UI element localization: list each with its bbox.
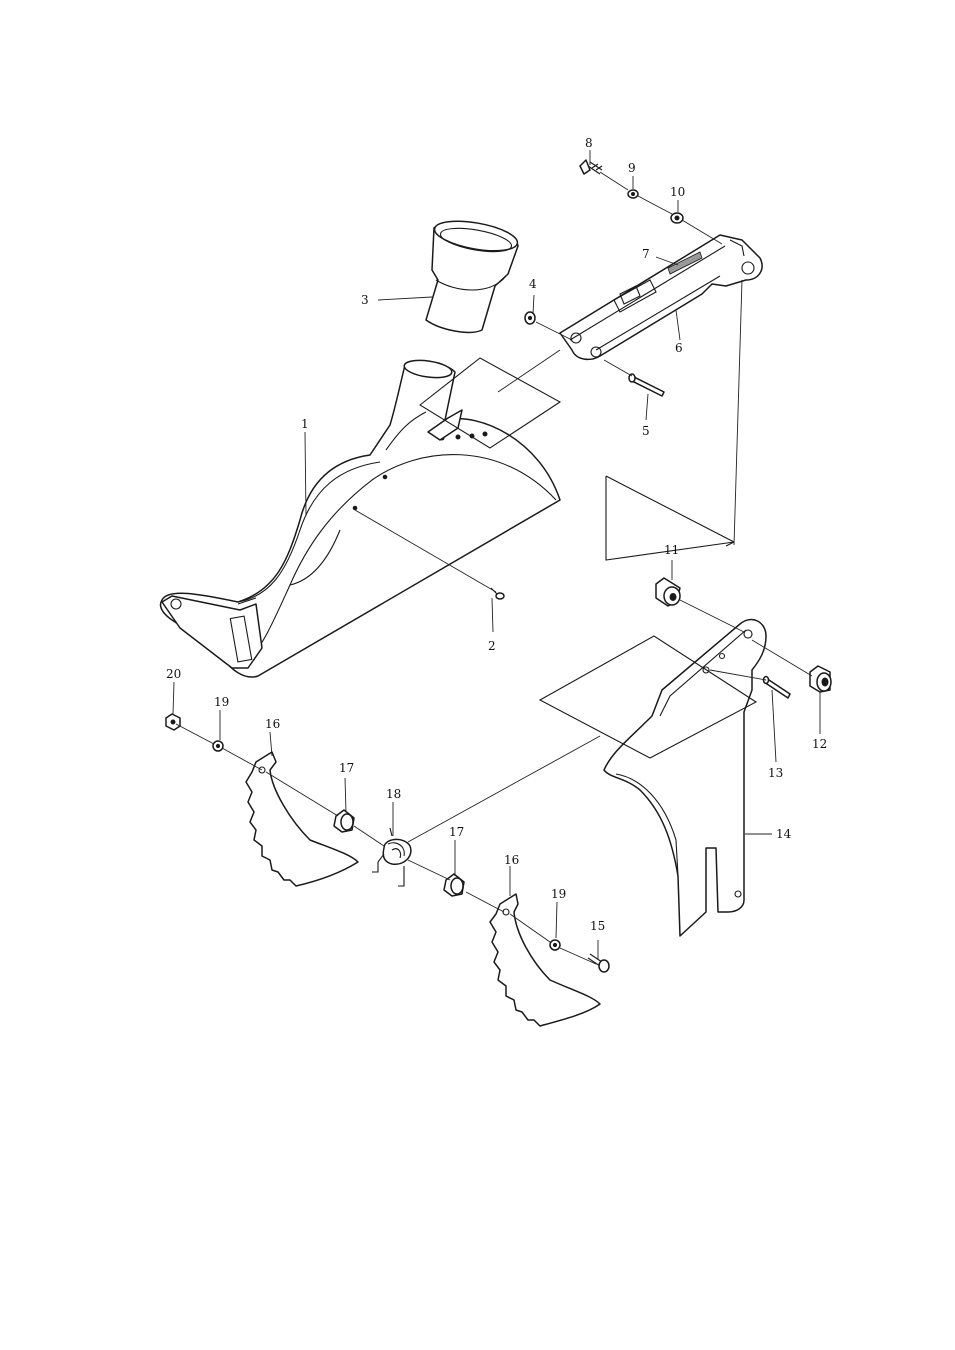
part-label-8: 8 xyxy=(585,136,593,150)
washer-part-9 xyxy=(628,190,638,198)
part-label-20: 20 xyxy=(166,667,181,681)
screw-part-8 xyxy=(580,160,602,174)
washer-part-19-right xyxy=(550,940,560,950)
dust-port-part xyxy=(426,216,520,332)
part-label-1: 1 xyxy=(301,417,309,431)
part-label-17-left: 17 xyxy=(339,761,354,775)
part-label-3: 3 xyxy=(361,293,369,307)
part-label-4: 4 xyxy=(529,277,537,291)
part-label-16-left: 16 xyxy=(265,717,280,731)
pin-part-13 xyxy=(764,677,791,699)
nut-part-20 xyxy=(166,714,180,730)
part-label-6: 6 xyxy=(675,341,683,355)
part-label-15: 15 xyxy=(590,919,605,933)
screw-part-2 xyxy=(491,588,504,599)
part-label-18: 18 xyxy=(386,787,401,801)
part-label-10: 10 xyxy=(670,185,685,199)
part-label-16-right: 16 xyxy=(504,853,519,867)
part-label-13: 13 xyxy=(768,766,783,780)
part-label-14: 14 xyxy=(776,827,792,841)
riving-knife-part xyxy=(604,620,766,936)
spacer-part-17-left xyxy=(334,810,354,832)
part-label-9: 9 xyxy=(628,161,636,175)
clip-part-4 xyxy=(525,312,535,324)
part-label-7: 7 xyxy=(642,247,650,261)
pin-part-5 xyxy=(629,374,664,396)
screw-part-15 xyxy=(588,954,609,972)
part-label-12: 12 xyxy=(812,737,827,751)
part-label-5: 5 xyxy=(642,424,650,438)
washer-part-10 xyxy=(671,213,683,223)
part-label-2: 2 xyxy=(488,639,496,653)
washer-part-19-left xyxy=(213,741,223,751)
spacer-part-17-right xyxy=(444,874,464,896)
part-label-17-right: 17 xyxy=(449,825,464,839)
spring-part-18 xyxy=(372,828,411,886)
spacer-part-11 xyxy=(656,578,680,606)
part-label-19-left: 19 xyxy=(214,695,229,709)
support-arm-part xyxy=(560,235,762,359)
pawl-part-16-right xyxy=(490,894,600,1026)
spacer-part-12 xyxy=(810,666,831,692)
part-label-19-right: 19 xyxy=(551,887,566,901)
part-label-11: 11 xyxy=(664,543,679,557)
blade-guard-part xyxy=(161,358,560,677)
